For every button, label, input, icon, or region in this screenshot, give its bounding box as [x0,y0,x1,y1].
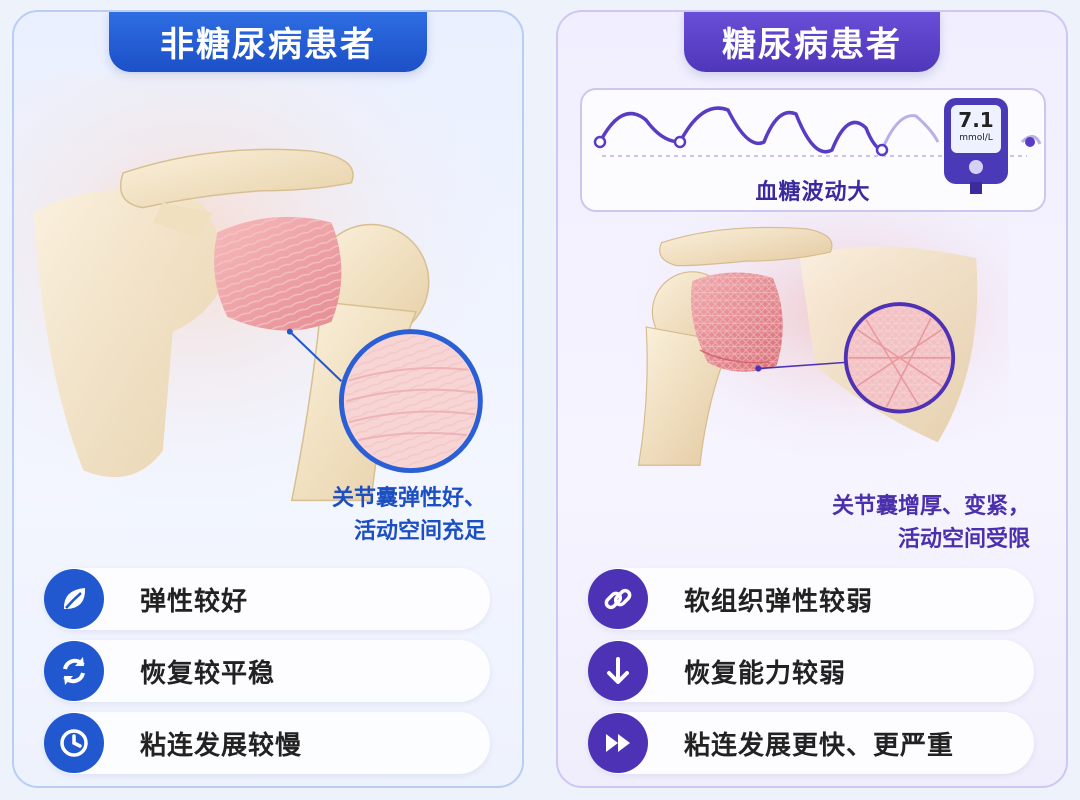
capsule-caption: 关节囊弹性好、 活动空间充足 [332,482,486,548]
glucose-fluctuation-box: 7.1 mmol/L 血糖波动大 [580,88,1046,212]
glucose-meter: 7.1 mmol/L [944,98,1008,194]
feature-recovery: 恢复较平稳 [44,640,490,702]
caption-line-2: 活动空间受限 [897,527,1030,552]
stiff-shoulder-illustration [615,212,1009,466]
feature-label: 恢复较平稳 [140,658,276,689]
feature-label: 粘连发展较慢 [140,730,303,761]
feature-elasticity: 弹性较好 [44,568,490,630]
meter-button [969,160,983,174]
meter-strip [970,182,982,194]
feature-elasticity: 软组织弹性较弱 [588,568,1034,630]
glucose-label: 血糖波动大 [755,180,871,205]
feature-label: 恢复能力较弱 [684,658,847,689]
feature-adhesion: 粘连发展较慢 [44,712,490,774]
link-icon [588,569,648,629]
leaf-icon [44,569,104,629]
meter-screen: 7.1 mmol/L [951,105,1001,153]
meter-value: 7.1 [958,108,994,132]
arrow-down-icon [588,641,648,701]
feature-recovery: 恢复能力较弱 [588,640,1034,702]
caption-line-2: 活动空间充足 [353,519,486,544]
fast-forward-icon [588,713,648,773]
meter-unit: mmol/L [959,133,993,143]
panel-title: 糖尿病患者 [684,12,940,72]
non-diabetic-panel: 非糖尿病患者 [12,10,524,788]
diabetic-panel: 糖尿病患者 7.1 mmol/L 血糖波动大 [556,10,1068,788]
healthy-shoulder-illustration [14,73,522,502]
feature-adhesion: 粘连发展更快、更严重 [588,712,1034,774]
feature-label: 粘连发展更快、更严重 [684,730,955,761]
feature-label: 软组织弹性较弱 [684,586,874,617]
caption-line-1: 关节囊增厚、变紧， [831,494,1030,519]
panel-title: 非糖尿病患者 [109,12,427,72]
feature-label: 弹性较好 [140,586,249,617]
capsule-caption: 关节囊增厚、变紧， 活动空间受限 [832,490,1030,556]
caption-line-1: 关节囊弹性好、 [331,486,486,511]
refresh-icon [44,641,104,701]
clock-icon [44,713,104,773]
